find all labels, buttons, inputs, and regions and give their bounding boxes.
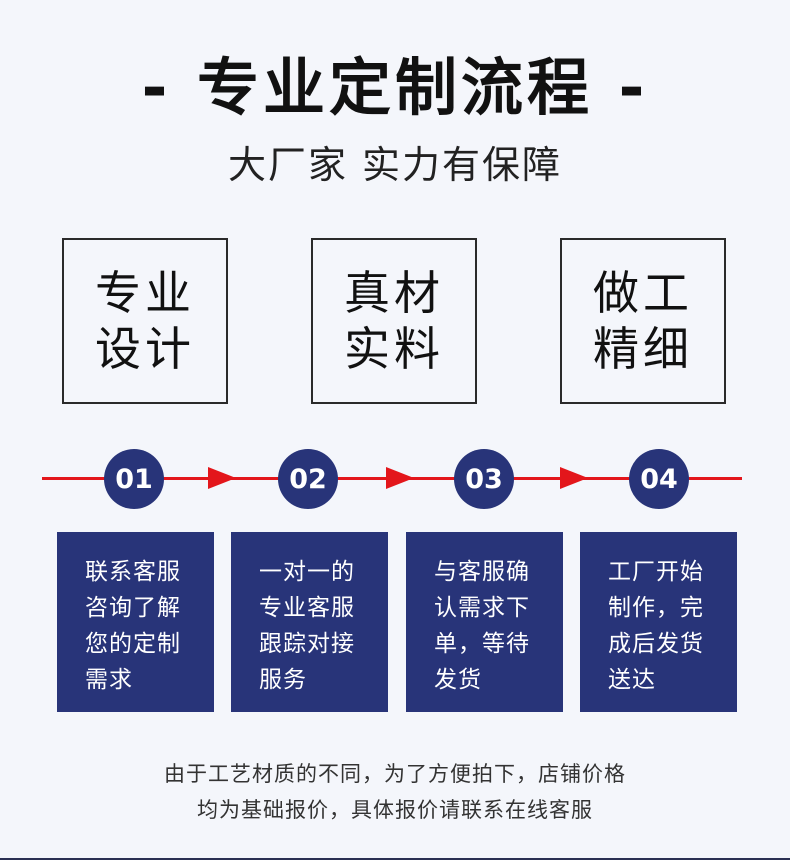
feature-box-materials: 真材 实料: [311, 238, 477, 404]
step-text-line: 成后发货: [608, 631, 704, 657]
step-text-line: 制作，完: [608, 595, 704, 621]
step-box-service: 一对一的 专业客服 跟踪对接 服务: [231, 532, 388, 712]
feature-label-line2: 设计: [95, 322, 195, 376]
feature-label-line1: 专业: [95, 266, 195, 320]
step-number-badge: 02: [278, 449, 338, 509]
step-text-line: 认需求下: [434, 595, 530, 621]
step-text-line: 您的定制: [85, 631, 181, 657]
step-box-contact: 联系客服 咨询了解 您的定制 需求: [57, 532, 214, 712]
step-text-line: 一对一的: [259, 559, 355, 585]
arrow-right-icon: [208, 467, 236, 489]
step-number-badge: 01: [104, 449, 164, 509]
bottom-divider: [0, 858, 790, 860]
step-text-line: 工厂开始: [608, 559, 704, 585]
feature-box-workmanship: 做工 精细: [560, 238, 726, 404]
footer-note-line1: 由于工艺材质的不同，为了方便拍下，店铺价格: [164, 762, 626, 786]
feature-label-line2: 精细: [593, 322, 693, 376]
step-text-line: 联系客服: [85, 559, 181, 585]
footer-note-line2: 均为基础报价，具体报价请联系在线客服: [197, 798, 593, 822]
step-number-badge: 03: [454, 449, 514, 509]
step-text-line: 跟踪对接: [259, 631, 355, 657]
step-text-line: 送达: [608, 667, 656, 693]
step-number-badge: 04: [629, 449, 689, 509]
step-text-line: 与客服确: [434, 559, 530, 585]
feature-label-line1: 做工: [593, 266, 693, 320]
page-subtitle: 大厂家 实力有保障: [227, 143, 563, 187]
step-text-line: 单，等待: [434, 631, 530, 657]
feature-box-design: 专业 设计: [62, 238, 228, 404]
step-text-line: 服务: [259, 667, 307, 693]
step-box-production: 工厂开始 制作，完 成后发货 送达: [580, 532, 737, 712]
step-text-line: 专业客服: [259, 595, 355, 621]
feature-label-line2: 实料: [344, 322, 444, 376]
step-text-line: 需求: [85, 667, 133, 693]
step-text-line: 咨询了解: [85, 595, 181, 621]
page-title: - 专业定制流程 -: [141, 51, 649, 124]
step-text-line: 发货: [434, 667, 482, 693]
arrow-right-icon: [386, 467, 414, 489]
step-box-order: 与客服确 认需求下 单，等待 发货: [406, 532, 563, 712]
arrow-right-icon: [560, 467, 588, 489]
feature-label-line1: 真材: [344, 266, 444, 320]
